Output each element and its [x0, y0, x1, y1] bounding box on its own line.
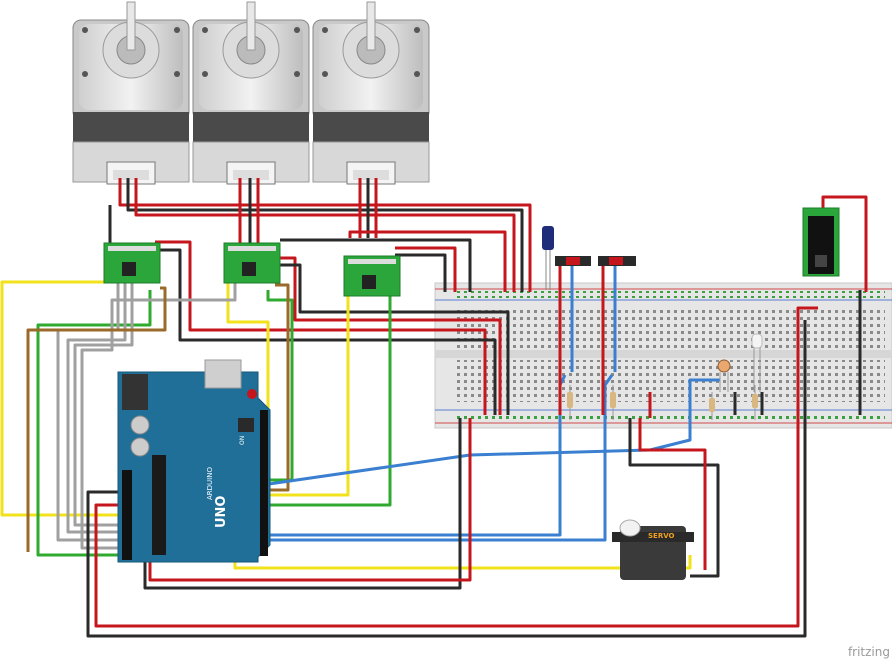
breadboard: [434, 282, 892, 429]
stepper-motor-2: [192, 1, 310, 185]
wire: [280, 238, 472, 292]
wire: [262, 290, 294, 482]
wire: [262, 296, 350, 497]
wire: [80, 282, 237, 550]
servo-motor: SERVO: [612, 519, 694, 580]
wire: [66, 282, 127, 534]
wire: [0, 280, 120, 517]
wire: [262, 283, 290, 492]
stepper-driver-2: [223, 242, 281, 284]
photoresistor: [717, 359, 731, 392]
wire: [155, 240, 487, 415]
stepper-motor-3: [312, 1, 430, 185]
wire: [821, 195, 868, 292]
arduino-brand-text: ARDUINO: [206, 467, 214, 500]
arduino-logo-text: UNO: [214, 496, 229, 529]
stepper-motor-1: [72, 1, 190, 185]
resistor-3: [709, 392, 715, 420]
dc-power-jack: [802, 207, 840, 277]
wire: [262, 374, 614, 542]
wire: [262, 296, 392, 507]
wire: [348, 230, 507, 292]
wire: [73, 282, 134, 527]
resistor-4: [752, 385, 758, 420]
wire: [86, 320, 807, 638]
led: [751, 333, 763, 392]
wire: [126, 178, 524, 292]
wire: [118, 178, 532, 292]
resistor-1: [567, 385, 573, 420]
wire: [628, 418, 720, 578]
wire: [395, 253, 447, 292]
wire: [638, 418, 707, 570]
wire: [36, 290, 152, 557]
electrolytic-capacitor: [542, 226, 554, 290]
arduino-on-label: ON: [239, 436, 246, 445]
wire: [262, 374, 567, 537]
wire: [155, 248, 497, 415]
wire: [134, 178, 516, 292]
stepper-driver-1: [103, 242, 161, 284]
resistor-2: [610, 385, 616, 420]
servo-label: SERVO: [648, 532, 675, 540]
wire: [261, 378, 720, 487]
arduino-uno-board: UNO ARDUINO ON: [117, 359, 271, 563]
wire: [275, 256, 502, 415]
wire: [275, 263, 510, 415]
wire: [26, 286, 167, 552]
wire: [94, 306, 818, 628]
potentiometer-2: [598, 256, 636, 266]
wire: [395, 246, 457, 292]
potentiometer-1: [555, 256, 591, 266]
fritzing-watermark: fritzing: [847, 645, 890, 659]
stepper-driver-3: [343, 255, 401, 297]
